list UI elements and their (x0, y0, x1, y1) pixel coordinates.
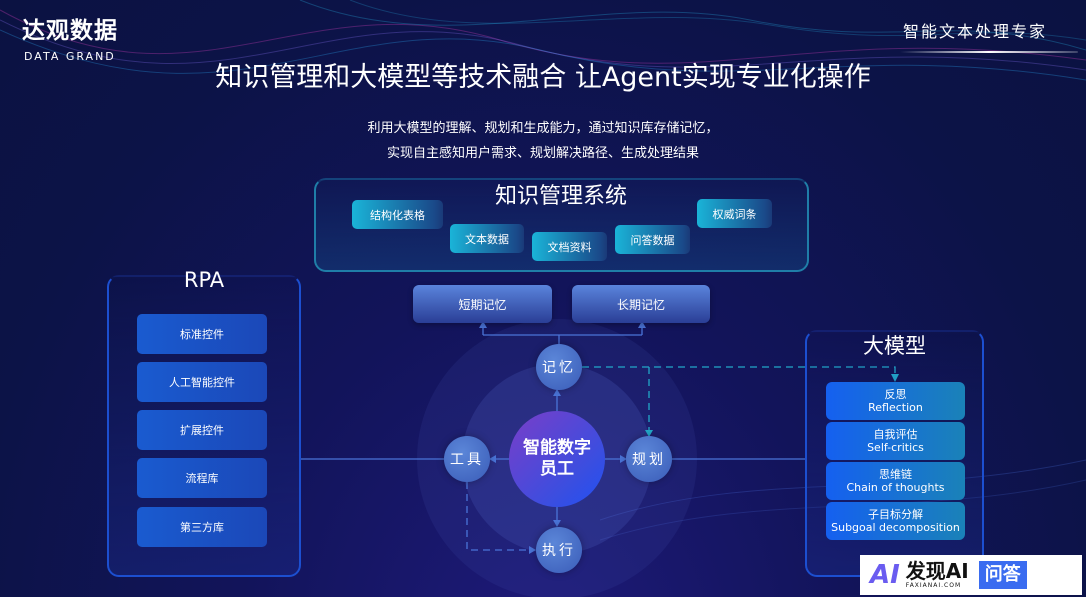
kms-chip: 权威词条 (697, 199, 772, 228)
watermark-domain: FAXIANAI.COM (905, 582, 962, 589)
rpa-item: 第三方库 (137, 507, 267, 547)
brand-logo-en: DATA GRAND (24, 50, 116, 63)
kms-chip: 文档资料 (532, 232, 607, 261)
node-tools: 工具 (444, 436, 490, 482)
subtitle-line-1: 利用大模型的理解、规划和生成能力，通过知识库存储记忆， (367, 121, 719, 136)
watermark-text: 发现AI (905, 559, 969, 583)
llm-item-cn: 反思 (884, 388, 907, 401)
node-memory: 记忆 (536, 344, 582, 390)
watermark: AI 发现AI FAXIANAI.COM 问答 (860, 555, 1082, 595)
llm-title: 大模型 (863, 334, 926, 358)
watermark-badge: 问答 (978, 561, 1027, 589)
node-planning: 规划 (626, 436, 672, 482)
rpa-item: 人工智能控件 (137, 362, 267, 402)
llm-item-en: Subgoal decomposition (831, 521, 960, 534)
llm-item-en: Reflection (868, 401, 923, 414)
digital-employee-core: 智能数字员工 (509, 411, 605, 507)
rpa-item: 标准控件 (137, 314, 267, 354)
watermark-ai-logo: AI (870, 560, 900, 590)
short-term-memory: 短期记忆 (413, 285, 552, 323)
node-action: 执行 (536, 527, 582, 573)
kms-title: 知识管理系统 (494, 184, 627, 209)
kms-chip: 结构化表格 (352, 200, 443, 229)
llm-item-cn: 思维链 (879, 468, 912, 481)
tagline-underline (900, 51, 1078, 53)
long-term-memory: 长期记忆 (572, 285, 710, 323)
llm-item-cn: 子目标分解 (868, 508, 923, 521)
llm-item-en: Chain of thoughts (846, 481, 945, 494)
brand-tagline: 智能文本处理专家 (903, 22, 1048, 41)
rpa-item: 流程库 (137, 458, 267, 498)
page-title: 知识管理和大模型等技术融合 让Agent实现专业化操作 (215, 62, 871, 93)
rpa-title: RPA (183, 268, 225, 292)
rpa-item: 扩展控件 (137, 410, 267, 450)
watermark-text-group: 发现AI FAXIANAI.COM (906, 560, 969, 590)
brand-logo-cn: 达观数据 (22, 18, 118, 44)
subtitle-line-2: 实现自主感知用户需求、规划解决路径、生成处理结果 (386, 146, 699, 161)
kms-chip: 问答数据 (615, 225, 690, 254)
kms-chip: 文本数据 (450, 224, 524, 253)
llm-item-en: Self-critics (867, 441, 924, 454)
llm-item-cn: 自我评估 (873, 428, 918, 441)
